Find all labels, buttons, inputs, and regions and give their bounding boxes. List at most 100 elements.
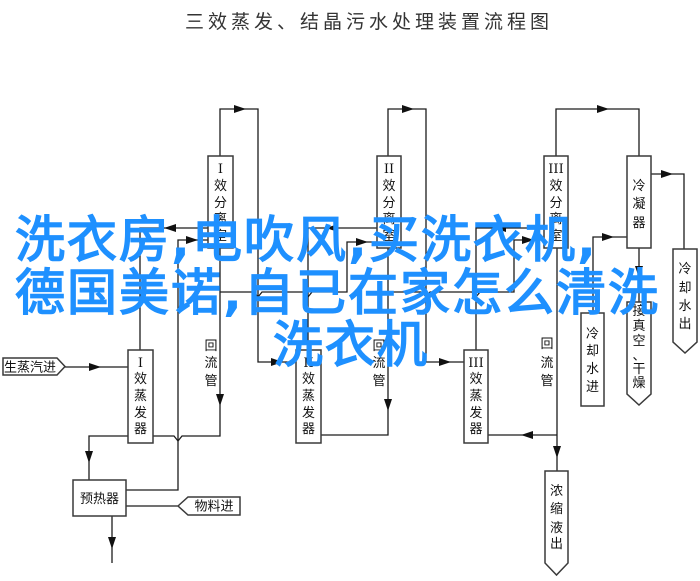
arrow-right-icon (186, 236, 198, 244)
reflux-label-char: 管 (540, 374, 553, 389)
separator-2-label: 分 (382, 196, 395, 211)
arrow-left-icon (164, 224, 176, 232)
vacuum-dry-outlet-label: 接 (632, 303, 645, 319)
pipe-condenser-to-cooling-out (651, 173, 685, 249)
reflux-label-char: 流 (204, 356, 217, 371)
separator-3: III 效 分 离 室 (543, 155, 569, 249)
evaporator-1-label: 发 (134, 405, 147, 421)
feed-inlet-tag (176, 496, 241, 516)
vacuum-dry-outlet: 接 真 空 、 干 燥 (626, 301, 652, 407)
diagram-title: 三效蒸发、结晶污水处理装置流程图 (185, 11, 553, 33)
separator-1-box (207, 155, 234, 249)
feed-inlet: 物料进 (176, 496, 241, 516)
cooling-water-inlet-label: 冷 (586, 327, 599, 342)
evaporator-2-label: II (303, 356, 313, 371)
arrow-left-icon (494, 224, 506, 232)
evaporator-3-label: 器 (469, 422, 482, 437)
steam-inlet-tag (2, 357, 67, 376)
separator-2: II 效 分 离 室 (376, 155, 402, 249)
separator-2-label: 效 (382, 179, 395, 194)
condenser-box (626, 155, 652, 249)
reflux-2-label: 回 流 管 (372, 339, 385, 389)
evaporator-3-label: 效 (469, 372, 482, 387)
arrow-right-icon (439, 358, 451, 366)
concentrate-outlet-label: 浓 (550, 484, 563, 499)
arrow-right-icon (597, 105, 609, 113)
vacuum-dry-outlet-label: 真 (632, 319, 645, 334)
pipe-separator-3-to-evaporator-3 (475, 227, 544, 350)
cooling-water-outlet-label: 却 (678, 281, 691, 296)
arrow-right-icon (89, 363, 101, 371)
pipe-separator-2-to-separator-3 (388, 239, 544, 299)
pipe-separator-1-to-evaporator-1 (139, 227, 208, 350)
arrow-right-icon (356, 238, 368, 246)
evaporator-1-label: 效 (134, 372, 147, 387)
separator-1: I 效 分 离 室 (207, 155, 234, 249)
condenser-label: 凝 (632, 196, 645, 212)
separator-3-label: III (548, 162, 563, 177)
evaporator-1-box (127, 349, 154, 444)
arrow-right-icon (661, 170, 673, 178)
vacuum-dry-outlet-tag (626, 301, 652, 407)
arrow-down-icon (384, 399, 392, 411)
cooling-water-inlet-box (580, 312, 605, 407)
separator-2-label: II (384, 162, 394, 177)
pipe-separator-1-to-separator-2 (220, 241, 377, 299)
separator-1-label: 室 (214, 228, 227, 244)
reflux-1-label: 回 流 管 (204, 339, 217, 389)
vacuum-dry-outlet-label: 、 (632, 349, 645, 364)
arrow-down-icon (108, 537, 116, 549)
cooling-water-outlet: 冷 却 水 出 (672, 248, 698, 355)
separator-3-label: 离 (549, 211, 562, 227)
overlay-text-line-3: 洗衣机 (273, 316, 429, 374)
concentrate-outlet-tag (544, 470, 569, 577)
pipe-separator-2-to-evaporator-2 (307, 227, 377, 350)
arrow-down-icon (216, 394, 224, 406)
arrow-right-icon (271, 358, 283, 366)
separator-2-label: 室 (382, 228, 395, 244)
arrow-left-icon (326, 224, 338, 232)
concentrate-outlet: 浓 缩 液 出 (544, 470, 569, 577)
evaporator-2-box (295, 349, 322, 444)
evaporator-2-label: 蒸 (302, 389, 315, 404)
separator-1-label: I (218, 162, 223, 177)
evaporator-1-label: 蒸 (134, 389, 147, 404)
vacuum-dry-outlet-label: 燥 (632, 376, 645, 391)
reflux-label-char: 回 (204, 339, 217, 354)
cooling-water-inlet-label: 水 (586, 362, 599, 377)
reflux-label-char: 回 (372, 339, 385, 354)
cooling-water-outlet-label: 冷 (678, 262, 691, 277)
preheater-box (72, 479, 127, 517)
overlay-text-line-1: 洗衣房,电吹风,买洗衣机, (15, 211, 598, 269)
pipe-cooling-in-to-condenser (592, 236, 627, 313)
cooling-water-outlet-label: 出 (678, 317, 691, 332)
separator-2-label: 离 (382, 211, 395, 227)
pipe-vapor-2-to-evaporator-3 (387, 108, 464, 363)
separator-1-label: 分 (214, 196, 227, 211)
evaporator-3-box (463, 349, 489, 444)
arrow-left-icon (521, 431, 533, 439)
condenser-label: 冷 (632, 179, 645, 194)
feed-inlet-label: 物料进 (194, 500, 233, 515)
preheater: 预热器 (72, 479, 127, 517)
cooling-water-inlet-label: 进 (586, 380, 599, 395)
reflux-3-label: 回 流 管 (540, 337, 553, 389)
arrow-down-icon (635, 266, 643, 278)
evaporator-2: II 效 蒸 发 器 (295, 349, 322, 444)
cooling-water-outlet-label: 水 (678, 299, 691, 314)
evaporator-1-label: 器 (134, 422, 147, 437)
concentrate-outlet-label: 液 (550, 521, 563, 536)
flow-arrows (85, 105, 673, 549)
arrow-down-icon (553, 446, 561, 458)
arrow-right-icon (234, 105, 246, 113)
concentrate-outlet-label: 缩 (550, 501, 563, 517)
reflux-label-char: 管 (372, 374, 385, 389)
pipe-vapor-3-to-condenser (555, 108, 640, 156)
separator-3-label: 室 (549, 228, 562, 244)
concentrate-outlet-label: 出 (550, 537, 563, 552)
evaporator-1: I 效 蒸 发 器 (127, 349, 154, 444)
pipe-evaporator-1-to-preheater (88, 435, 128, 480)
pipe-vapor-1-to-evaporator-2 (219, 108, 296, 363)
pipe-reflux-2 (321, 248, 389, 436)
